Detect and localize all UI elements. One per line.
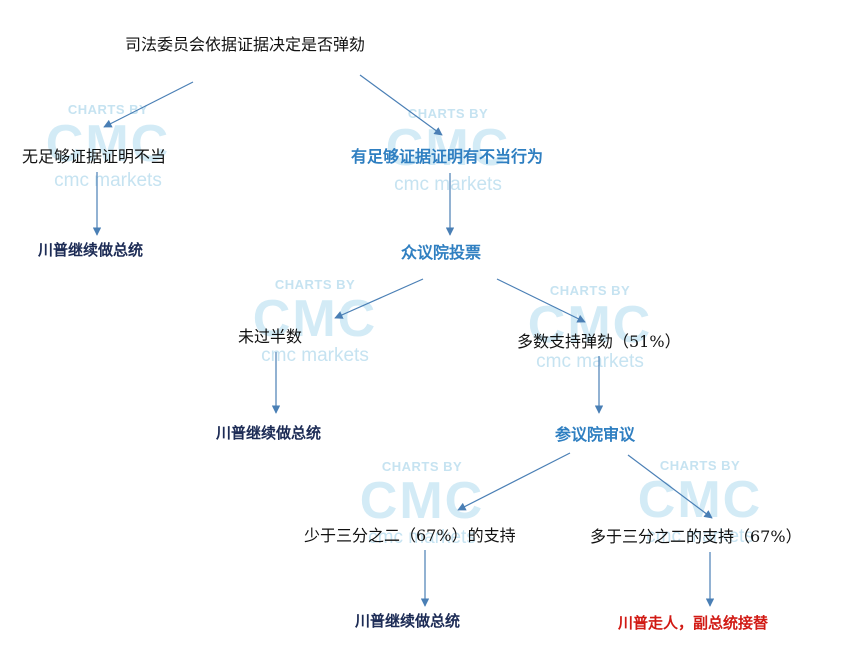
- watermark-bottom: cmc markets: [536, 351, 644, 372]
- watermark: CHARTS BY CMC cmc markets: [235, 277, 395, 367]
- watermark-logo: CMC: [359, 472, 485, 530]
- watermark-top: CHARTS BY: [274, 277, 356, 292]
- root-node: 司法委员会依据证据决定是否弹劾: [125, 35, 366, 54]
- watermark-bottom: cmc markets: [368, 527, 476, 548]
- watermark: CHARTS BY CMC cmc markets: [620, 458, 780, 548]
- has-evidence-node: 有足够证据证明有不当行为: [351, 147, 544, 166]
- watermark-bottom: cmc markets: [394, 174, 502, 195]
- trump-continues-node: 川普继续做总统: [216, 424, 322, 442]
- arrow-root-to-has-evidence: [359, 74, 443, 136]
- arrow-house-to-not-majority: [334, 278, 424, 319]
- less-two-thirds-node: 少于三分之二（67%）的支持: [304, 526, 516, 545]
- arrow-house-to-majority: [496, 278, 586, 323]
- watermark: CHARTS BY CMC cmc markets: [342, 459, 502, 549]
- arrow-senate-to-less: [457, 452, 571, 511]
- watermark-top: CHARTS BY: [67, 102, 149, 117]
- watermark-bottom: cmc markets: [261, 345, 369, 366]
- trump-removed-node: 川普走人，副总统接替: [618, 614, 769, 632]
- house-vote-node: 众议院投票: [401, 243, 482, 262]
- watermark-top: CHARTS BY: [407, 106, 489, 121]
- watermark: CHARTS BY CMC cmc markets: [510, 283, 670, 373]
- watermark: CHARTS BY CMC cmc markets: [368, 106, 528, 196]
- watermark: CHARTS BY CMC cmc markets: [28, 102, 188, 192]
- watermark-bottom: cmc markets: [54, 170, 162, 191]
- watermark-top: CHARTS BY: [549, 283, 631, 298]
- watermark-logo: CMC: [385, 119, 511, 177]
- not-majority-node: 未过半数: [238, 327, 303, 346]
- arrow-senate-to-more: [627, 454, 713, 519]
- watermark-logo: CMC: [252, 290, 378, 348]
- watermark-logo: CMC: [527, 296, 653, 354]
- watermark-top: CHARTS BY: [659, 458, 741, 473]
- majority-support-node: 多数支持弹劾（51%）: [517, 332, 681, 351]
- watermark-bottom: cmc markets: [646, 526, 754, 547]
- arrow-root-to-no-evidence: [103, 81, 194, 128]
- no-evidence-node: 无足够证据证明不当: [22, 147, 167, 166]
- trump-continues-node: 川普继续做总统: [38, 241, 144, 259]
- watermark-logo: CMC: [637, 471, 763, 529]
- trump-continues-node: 川普继续做总统: [355, 612, 461, 630]
- watermark-top: CHARTS BY: [381, 459, 463, 474]
- senate-review-node: 参议院审议: [555, 425, 636, 444]
- more-two-thirds-node: 多于三分之二的支持（67%）: [590, 527, 802, 546]
